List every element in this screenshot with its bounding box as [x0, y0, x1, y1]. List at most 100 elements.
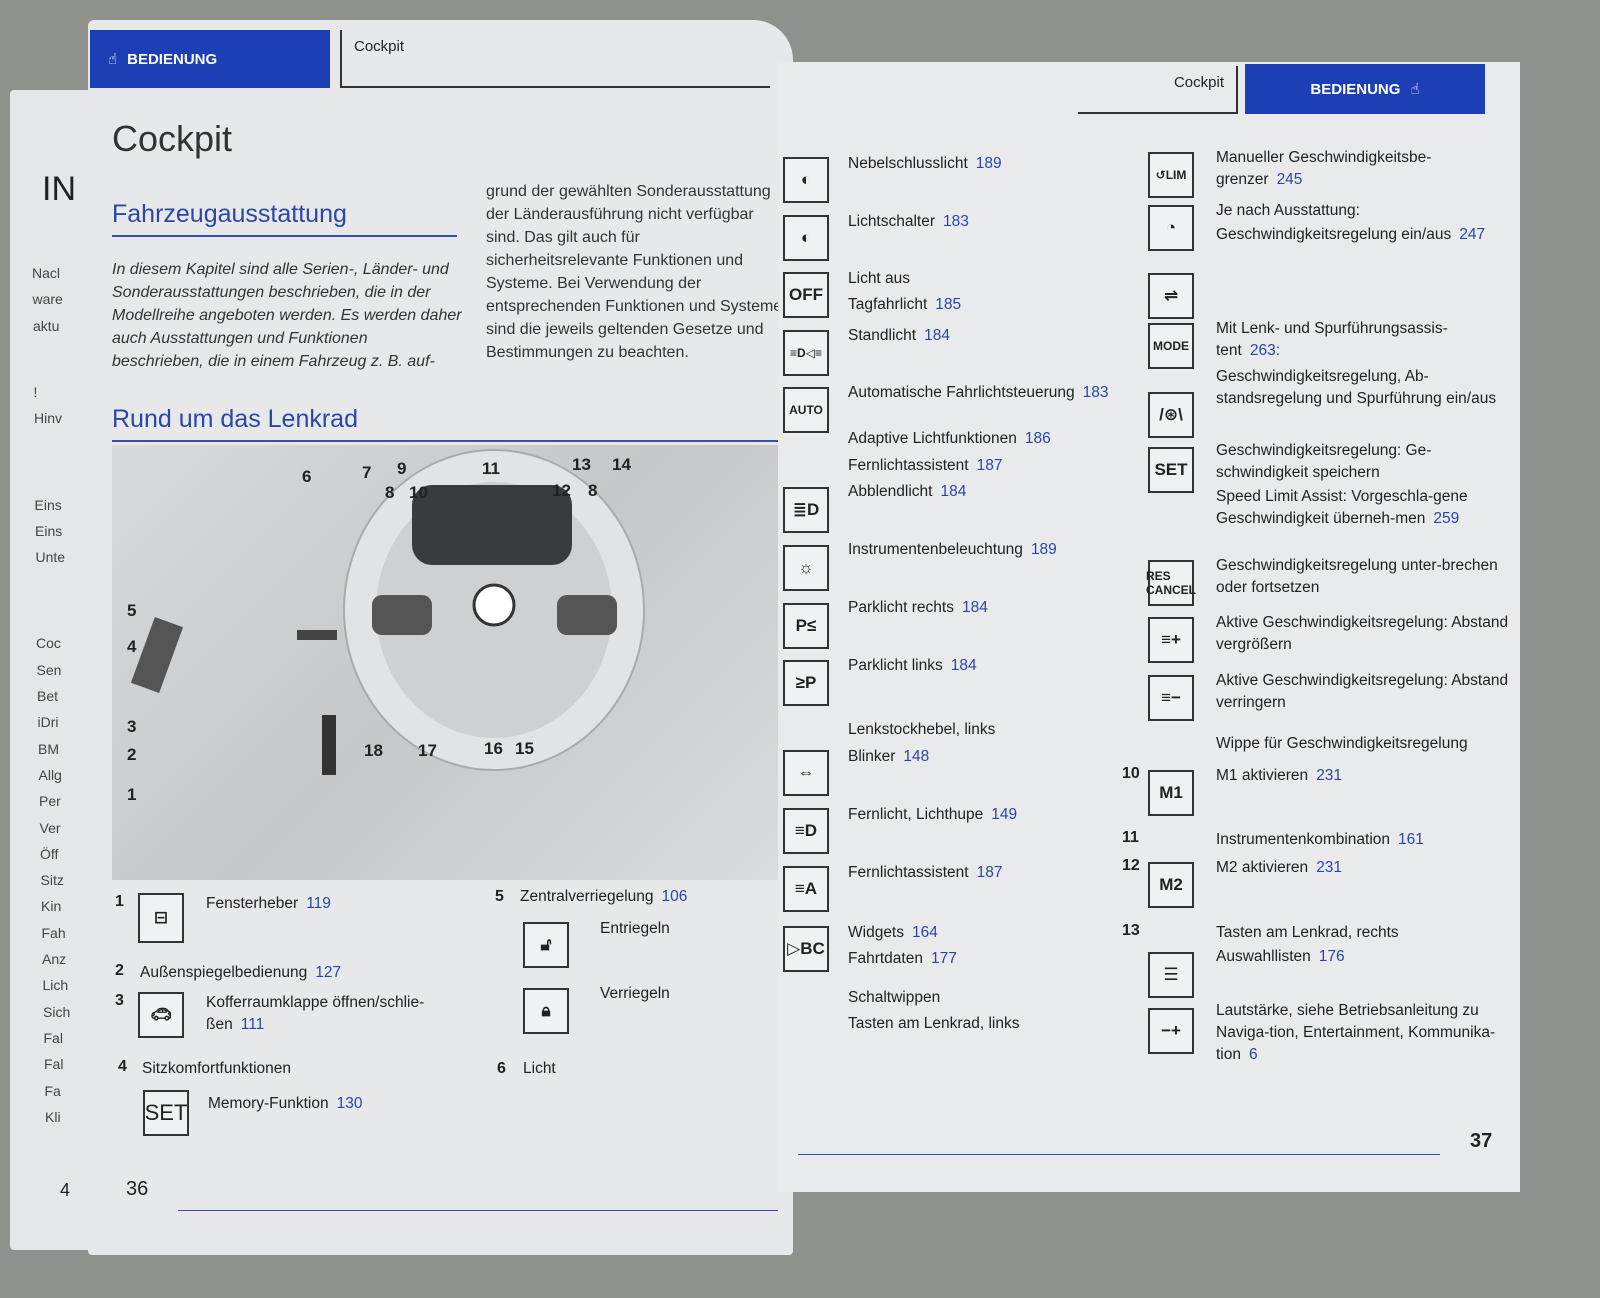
- intro-text-col1: In diesem Kapitel sind alle Serien-, Län…: [112, 261, 462, 370]
- under-index-line: Fah: [41, 924, 66, 941]
- under-index-line: Kli: [45, 1108, 61, 1125]
- legend-item: Tasten am Lenkrad, links: [848, 1015, 1020, 1032]
- set-icon: SET: [1148, 447, 1194, 493]
- legend-item: Aktive Geschwindigkeitsregelung: Abstand…: [1216, 614, 1509, 653]
- under-index-line: Öff: [40, 845, 59, 862]
- high-beam-assist-icon: ≡A: [783, 866, 829, 912]
- legend-item: Geschwindigkeitsregelung, Ab-standsregel…: [1216, 368, 1497, 407]
- light-switch-icon: ◐: [783, 215, 829, 261]
- section-tab-bedienung: BEDIENUNG☝: [1245, 64, 1485, 114]
- under-index-line: aktu: [33, 317, 60, 334]
- under-index-line: Fal: [44, 1056, 64, 1073]
- callout-17: 17: [418, 741, 437, 760]
- legend-item: Lautstärke, siehe Betriebsanleitung zu N…: [1216, 1002, 1496, 1063]
- auto-icon: AUTO: [783, 387, 829, 433]
- callout-12: 12: [552, 481, 571, 500]
- --icon: ◔: [1148, 205, 1194, 251]
- callout-18: 18: [364, 741, 383, 760]
- under-page-number: 4: [60, 1180, 71, 1200]
- legend-item: Geschwindigkeitsregelung: Ge-schwindigke…: [1216, 442, 1432, 481]
- callout-1: 1: [127, 785, 137, 804]
- legend-item: Licht aus: [848, 270, 911, 287]
- under-index-line: Kin: [41, 898, 62, 915]
- turn-signal-icon: ⇔: [783, 750, 829, 796]
- under-index-line: iDri: [37, 714, 59, 731]
- callout-10: 10: [409, 483, 428, 502]
- under-index-line: Eins: [35, 522, 63, 539]
- legend-number: 13: [1122, 922, 1140, 939]
- under-index-line: Nacl: [32, 265, 61, 281]
- high-beam-icon: ≡D: [783, 808, 829, 854]
- legend-item: Lenkstockhebel, links: [848, 721, 996, 738]
- legend-item: Schaltwippen: [848, 989, 941, 1006]
- --icon: ≡−: [1148, 675, 1194, 721]
- window-lift-icon: ⊟: [138, 893, 184, 943]
- res-cancel-icon: RES CANCEL: [1146, 560, 1196, 606]
- unlock-icon: 🔓︎: [523, 922, 569, 968]
- legend-item: Je nach Ausstattung:: [1216, 202, 1360, 219]
- chapter-tab: Cockpit: [1078, 66, 1238, 114]
- legend-item-licht: Licht: [523, 1060, 556, 1077]
- legend-number: 1: [115, 893, 124, 910]
- heading-rule: [112, 235, 457, 237]
- under-index-line: Eins: [34, 496, 62, 513]
- under-index-line: ware: [32, 291, 63, 308]
- callout-4: 4: [127, 637, 137, 656]
- legend-item: Aktive Geschwindigkeitsregelung: Abstand…: [1216, 672, 1509, 711]
- --icon: ≡+: [1148, 617, 1194, 663]
- legend-item-sitzkomfort: Sitzkomfortfunktionen: [142, 1060, 292, 1077]
- legend-item: Wippe für Geschwindigkeitsregelung: [1216, 735, 1468, 752]
- p--icon: P≤: [783, 603, 829, 649]
- under-index-line: Lich: [42, 977, 69, 994]
- callout-6: 6: [302, 467, 312, 486]
- parking-light-icon: ≡D◁≡: [783, 330, 829, 376]
- callout-8: 8: [385, 483, 395, 502]
- section-heading-fahrzeugausstattung: Fahrzeugausstattung: [112, 200, 347, 228]
- legend-item-entriegeln: Entriegeln: [600, 920, 670, 937]
- callout-14: 14: [612, 455, 631, 474]
- -p-icon: ≥P: [783, 660, 829, 706]
- --icon: ☰: [1148, 952, 1194, 998]
- low-beam-icon: ≣D: [783, 487, 829, 533]
- callout-2: 2: [127, 745, 137, 764]
- under-index-line: Bet: [37, 688, 59, 704]
- legend-number: 11: [1122, 829, 1139, 846]
- page-number: 37: [1470, 1130, 1493, 1152]
- legend-number: 2: [115, 962, 124, 979]
- lock-icon: 🔒︎: [523, 988, 569, 1034]
- under-index-line: Sen: [36, 661, 62, 678]
- under-page-heading: IN: [42, 170, 76, 208]
- legend-item: Tasten am Lenkrad, rechts: [1216, 924, 1399, 941]
- mode-icon: MODE: [1148, 323, 1194, 369]
- hand-pointer-icon: ☝: [1410, 81, 1420, 98]
- off-icon: OFF: [783, 272, 829, 318]
- legend-number: 3: [115, 992, 124, 1009]
- legend-item: Geschwindigkeitsregelung unter-brechen o…: [1216, 557, 1498, 596]
- --icon: −+: [1148, 1008, 1194, 1054]
- section-heading-lenkrad: Rund um das Lenkrad: [112, 405, 358, 433]
- footer-rule: [178, 1210, 778, 1211]
- under-index-line: Sich: [43, 1003, 71, 1020]
- legend-item-verriegeln: Verriegeln: [600, 985, 670, 1002]
- under-index-line: Ver: [39, 819, 61, 836]
- under-index-line: Per: [39, 793, 61, 810]
- callout-16: 16: [484, 739, 503, 758]
